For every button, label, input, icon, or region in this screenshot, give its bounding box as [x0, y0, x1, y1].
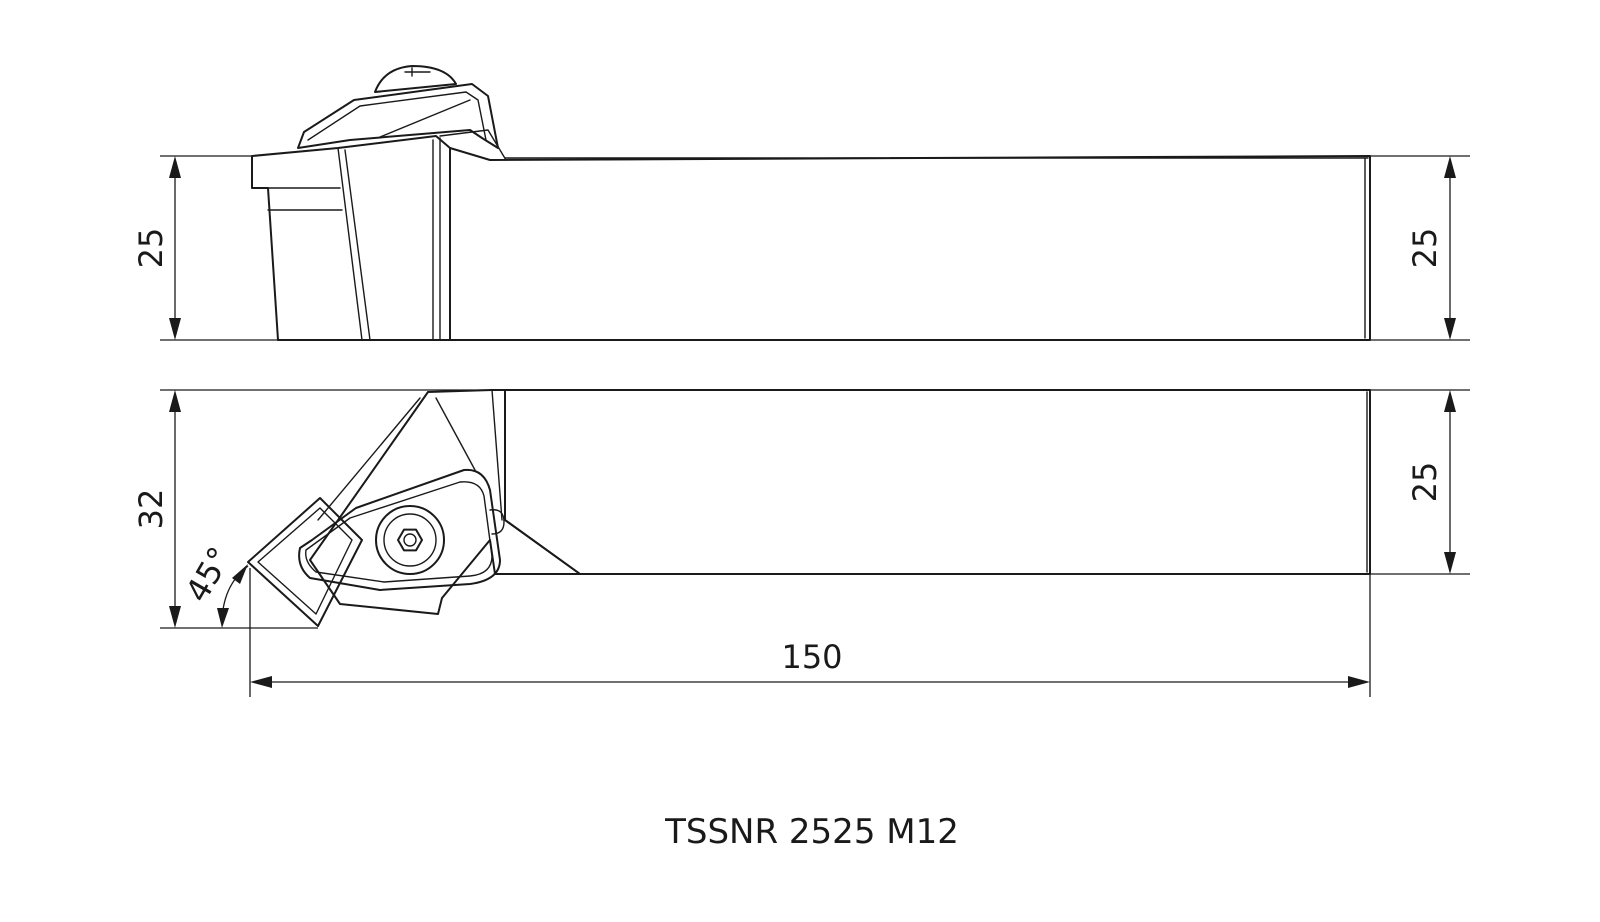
part-number-caption: TSSNR 2525 M12	[664, 812, 959, 852]
clamp-screw	[375, 505, 445, 575]
top-view	[247, 389, 1371, 627]
dim-side-right-height: 25	[1406, 228, 1444, 269]
screw-hex-socket	[397, 528, 423, 552]
top-view-head	[309, 389, 581, 615]
top-view-clamp	[298, 468, 501, 591]
dim-top-right-width: 25	[1406, 462, 1444, 503]
side-view	[251, 65, 1371, 341]
side-view-screw-head	[374, 65, 457, 93]
side-view-shank	[449, 147, 1371, 341]
top-view-shank	[504, 389, 1371, 575]
dim-top-left-width: 32	[132, 489, 170, 530]
insert	[247, 497, 363, 627]
dim-angle: 45°	[178, 540, 239, 608]
dimensions: 25 25 32 25 150 45°	[132, 155, 1470, 697]
dim-side-left-height: 25	[132, 228, 170, 269]
side-view-head	[251, 135, 451, 341]
side-view-clamp	[297, 83, 499, 149]
dim-overall-length: 150	[781, 638, 842, 676]
